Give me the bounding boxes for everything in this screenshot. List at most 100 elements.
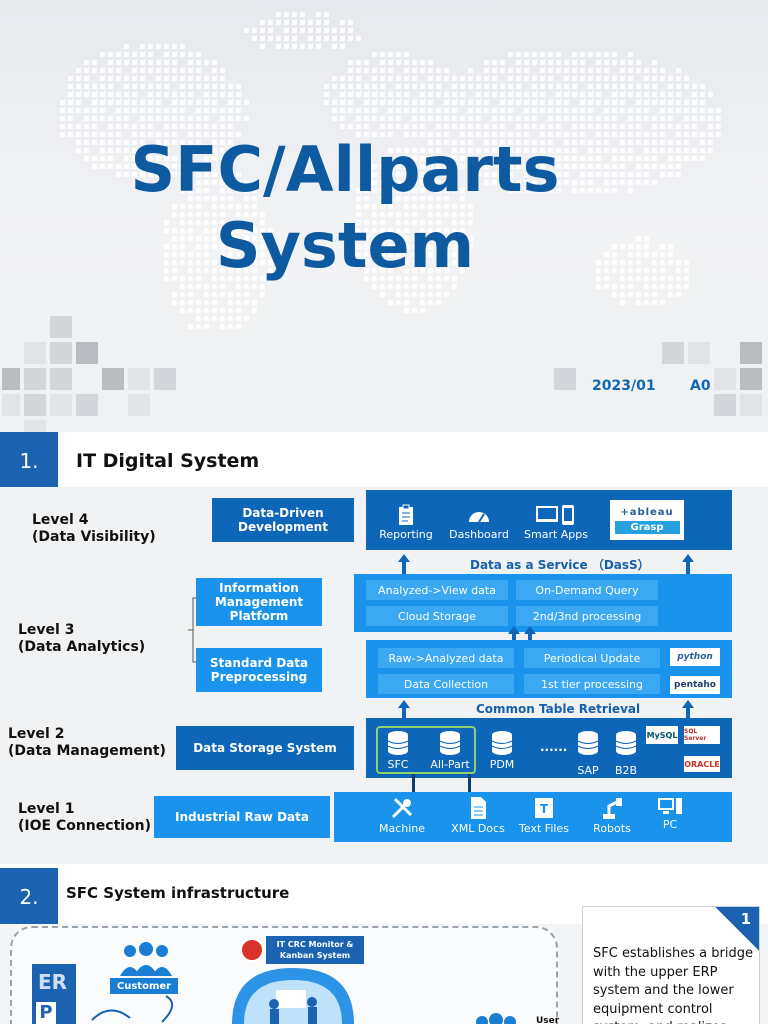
user-group-icon [476, 1013, 516, 1024]
map-dot [532, 156, 537, 161]
map-dot [364, 124, 369, 129]
note-badge-number: 1 [740, 910, 751, 928]
map-dot [676, 124, 681, 129]
map-dot [396, 76, 401, 81]
map-dot [588, 52, 593, 57]
map-dot [460, 76, 465, 81]
map-dot [620, 124, 625, 129]
map-dot [228, 84, 233, 89]
map-dot [204, 100, 209, 105]
map-dot [660, 100, 665, 105]
map-dot [140, 68, 145, 73]
map-dot [620, 100, 625, 105]
map-dot [132, 92, 137, 97]
map-dot [108, 92, 113, 97]
map-dot [188, 236, 193, 241]
map-dot [244, 284, 249, 289]
map-dot [452, 116, 457, 121]
map-dot [172, 92, 177, 97]
map-dot [532, 76, 537, 81]
map-dot [460, 124, 465, 129]
map-dot [500, 180, 505, 185]
map-dot [644, 148, 649, 153]
map-dot [428, 68, 433, 73]
section-sfc-infrastructure: 2. SFC System infrastructure ER P Custom… [0, 864, 768, 1024]
map-dot [340, 116, 345, 121]
map-dot [380, 124, 385, 129]
map-dot [236, 324, 241, 329]
map-dot [652, 76, 657, 81]
map-dot [444, 236, 449, 241]
map-dot [252, 308, 257, 313]
map-dot [676, 92, 681, 97]
map-dot [204, 148, 209, 153]
map-dot [420, 172, 425, 177]
map-dot [340, 36, 345, 41]
map-dot [412, 76, 417, 81]
map-dot [412, 308, 417, 313]
map-dot [404, 76, 409, 81]
map-dot [556, 116, 561, 121]
map-dot [348, 36, 353, 41]
map-dot [604, 164, 609, 169]
map-dot [644, 140, 649, 145]
map-dot [508, 140, 513, 145]
map-dot [516, 148, 521, 153]
map-dot [212, 196, 217, 201]
map-dot [284, 20, 289, 25]
map-dot [180, 300, 185, 305]
map-dot [684, 76, 689, 81]
map-dot [124, 172, 129, 177]
reporting-item: Reporting [366, 504, 446, 541]
map-dot [692, 132, 697, 137]
map-dot [156, 172, 161, 177]
map-dot [332, 108, 337, 113]
map-dot [140, 108, 145, 113]
erp-label-a: ER [38, 970, 68, 994]
map-dot [100, 132, 105, 137]
map-dot [356, 92, 361, 97]
map-dot [372, 108, 377, 113]
map-dot [548, 124, 553, 129]
map-dot [444, 140, 449, 145]
map-dot [236, 188, 241, 193]
map-dot [660, 268, 665, 273]
section-title: IT Digital System [76, 450, 260, 472]
map-dot [388, 276, 393, 281]
map-dot [244, 28, 249, 33]
map-dot [388, 132, 393, 137]
map-dot [260, 220, 265, 225]
map-dot [620, 292, 625, 297]
map-dot [124, 148, 129, 153]
map-dot [596, 116, 601, 121]
map-dot [260, 36, 265, 41]
map-dot [180, 204, 185, 209]
data-collection-cell: Data Collection [378, 674, 514, 694]
map-dot [612, 132, 617, 137]
map-dot [188, 284, 193, 289]
map-dot [372, 172, 377, 177]
map-dot [620, 156, 625, 161]
arrow-stem [512, 632, 516, 640]
map-dot [356, 188, 361, 193]
map-dot [244, 252, 249, 257]
tableau-grasp-logo: +ableau Grasp [610, 500, 684, 540]
map-dot [396, 244, 401, 249]
map-dot [252, 212, 257, 217]
map-dot [596, 68, 601, 73]
map-dot [428, 252, 433, 257]
map-dot [708, 116, 713, 121]
map-dot [388, 252, 393, 257]
map-dot [692, 148, 697, 153]
map-dot [628, 244, 633, 249]
map-dot [596, 148, 601, 153]
map-dot [148, 92, 153, 97]
map-dot [564, 164, 569, 169]
map-dot [92, 124, 97, 129]
map-dot [524, 68, 529, 73]
map-dot [100, 100, 105, 105]
map-dot [372, 84, 377, 89]
map-dot [380, 260, 385, 265]
map-dot [404, 228, 409, 233]
map-dot [420, 308, 425, 313]
